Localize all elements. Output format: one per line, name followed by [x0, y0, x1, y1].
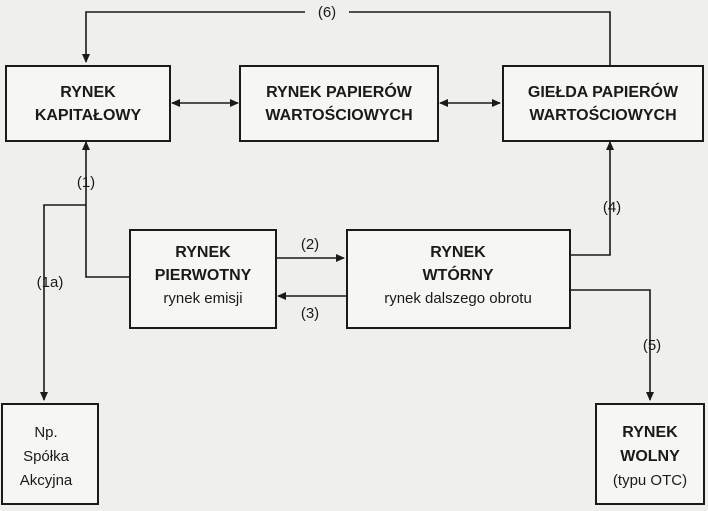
edge-1a-label: (1a): [37, 274, 64, 291]
edge-4-line: [570, 141, 614, 256]
node-rynek-papierow: RYNEK PAPIERÓW WARTOŚCIOWYCH: [239, 65, 439, 142]
node-rynek-pierwotny-line2: PIERWOTNY: [155, 267, 252, 284]
edge-5-line: [570, 289, 654, 401]
edge-5-label: (5): [643, 337, 661, 354]
node-rynek-wtorny-line3: rynek dalszego obrotu: [384, 290, 532, 307]
node-rynek-wtorny-line1: RYNEK: [430, 244, 486, 261]
node-rynek-pierwotny-line3: rynek emisji: [163, 290, 242, 307]
node-gielda-papierow: GIEŁDA PAPIERÓW WARTOŚCIOWYCH: [502, 65, 704, 142]
node-rynek-papierow-line2: WARTOŚCIOWYCH: [265, 105, 412, 124]
node-rynek-kapitalowy-line2: KAPITAŁOWY: [35, 107, 142, 124]
node-rynek-wtorny-line2: WTÓRNY: [422, 265, 493, 284]
node-gielda-papierow-line2: WARTOŚCIOWYCH: [529, 105, 676, 124]
edge-3-label: (3): [301, 305, 319, 322]
node-rynek-wtorny: RYNEK WTÓRNY rynek dalszego obrotu: [346, 229, 571, 329]
node-rynek-kapitalowy-line1: RYNEK: [60, 84, 116, 101]
node-rynek-pierwotny: RYNEK PIERWOTNY rynek emisji: [129, 229, 277, 329]
edge-6-line: [82, 11, 611, 68]
node-rynek-kapitalowy: RYNEK KAPITAŁOWY: [5, 65, 171, 142]
edge-1-line: [82, 141, 130, 278]
node-spolka-line3: Akcyjna: [20, 472, 73, 489]
node-rynek-wolny-line3: (typu OTC): [613, 472, 687, 489]
node-rynek-wolny-line2: WOLNY: [620, 448, 680, 465]
node-spolka-akcyjna: Np. Spółka Akcyjna: [1, 403, 99, 505]
node-rynek-wolny: RYNEK WOLNY (typu OTC): [595, 403, 705, 505]
edge-4-label: (4): [603, 199, 621, 216]
node-spolka-line1: Np.: [34, 424, 57, 441]
node-gielda-papierow-line1: GIEŁDA PAPIERÓW: [528, 82, 679, 101]
edge-2-label: (2): [301, 236, 319, 253]
node-rynek-wolny-line1: RYNEK: [622, 424, 678, 441]
node-spolka-line2: Spółka: [23, 448, 70, 465]
edge-6-label: (6): [318, 4, 336, 21]
edge-1-label: (1): [77, 174, 95, 191]
node-rynek-papierow-line1: RYNEK PAPIERÓW: [266, 82, 413, 101]
node-rynek-pierwotny-line1: RYNEK: [175, 244, 231, 261]
edge-1a-line: [40, 204, 86, 401]
